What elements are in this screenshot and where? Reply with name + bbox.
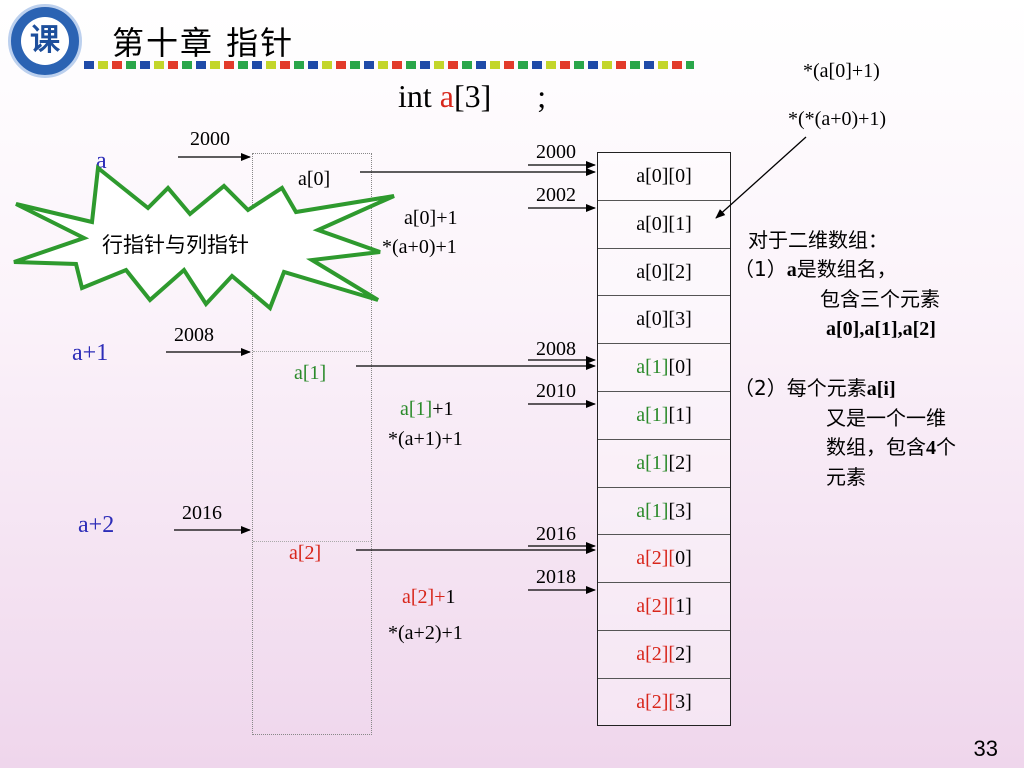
row-label-a-plus-2: a+2	[78, 512, 115, 538]
decl-type: int	[398, 78, 440, 114]
star-label: 行指针与列指针	[102, 233, 249, 257]
element-cell: a[0][0]	[598, 153, 730, 201]
logo-glyph: 课	[21, 17, 69, 65]
element-cell: a[1][0]	[598, 344, 730, 392]
elem-addr-2: 2008	[536, 338, 576, 360]
explosion-star-shape	[13, 164, 395, 312]
notes-heading: 对于二维数组：	[748, 228, 888, 252]
element-cell: a[2][2]	[598, 631, 730, 679]
elem-addr-5: 2018	[536, 566, 576, 588]
expr-top-2: *(*(a+0)+1)	[788, 108, 887, 130]
arrow-expr-to-elem01	[715, 136, 807, 219]
expr-top-1: *(a[0]+1)	[803, 60, 880, 82]
title-divider	[84, 61, 694, 69]
pointer-cell-0: a[0]	[298, 168, 331, 190]
row-addr-0: 2000	[190, 128, 230, 150]
decl-name: a	[439, 78, 454, 114]
page-number: 33	[973, 736, 998, 761]
pointer-divider	[253, 351, 371, 352]
element-cell: a[0][1]	[598, 201, 730, 249]
elem-addr-1: 2002	[536, 184, 576, 206]
notes-item-1: （1）a是数组名，	[734, 257, 897, 281]
element-cell: a[1][1]	[598, 392, 730, 440]
notes-item-2-line3: 数组，包含4个	[826, 435, 956, 459]
elem-addr-0: 2000	[536, 141, 576, 163]
element-cell: a[2][0]	[598, 535, 730, 584]
col-expr-2-line1: a[2]+1	[402, 586, 455, 609]
notes-item-2-line2: 又是一个一维	[826, 406, 946, 430]
col-expr-0-line2: *(a+0)+1	[382, 236, 457, 258]
element-cell: a[1][3]	[598, 488, 730, 536]
row-label-a: a	[96, 148, 107, 174]
col-expr-2-line2: *(a+2)+1	[388, 622, 463, 644]
element-cell: a[2][3]	[636, 690, 692, 713]
school-logo: 课	[8, 4, 82, 78]
element-array: a[0][0] a[0][1] a[0][2] a[0][3] a[1][0] …	[597, 152, 731, 726]
row-label-a-plus-1: a+1	[72, 340, 109, 366]
decl-dims: [3]	[453, 78, 492, 114]
element-cell: a[0][3]	[598, 296, 730, 345]
pointer-cell-1: a[1]	[294, 362, 327, 384]
elem-addr-3: 2010	[536, 380, 576, 402]
pointer-cell-2: a[2]	[289, 542, 322, 564]
notes-item-1-line3: a[0],a[1],a[2]	[826, 318, 936, 340]
col-expr-2-row: a[2]+	[402, 586, 446, 608]
row-pointer-array	[252, 153, 372, 735]
col-expr-1-line2: *(a+1)+1	[388, 428, 463, 450]
decl-end: ;	[537, 78, 547, 114]
col-expr-1-line1: a[1]+1	[400, 398, 453, 421]
col-expr-1-offset: +1	[432, 398, 454, 420]
col-expr-0-line1: a[0]+1	[404, 207, 458, 229]
notes-item-2: （2）每个元素a[i]	[734, 376, 896, 400]
array-declaration: int a[3];	[398, 78, 546, 115]
pointer-divider	[253, 541, 371, 542]
col-expr-2-offset: 1	[445, 586, 456, 608]
col-expr-1-row: a[1]	[400, 398, 433, 420]
element-cell: a[2][1]	[598, 583, 730, 631]
slide-title: 第十章 指针	[112, 24, 295, 62]
notes-panel: 对于二维数组： （1）a是数组名， 包含三个元素 a[0],a[1],a[2] …	[734, 226, 956, 492]
element-cell: a[0][2]	[598, 249, 730, 297]
notes-item-1-line2: 包含三个元素	[820, 287, 940, 311]
row-addr-1: 2008	[174, 324, 214, 346]
row-addr-2: 2016	[182, 502, 222, 524]
element-cell: a[1][2]	[598, 440, 730, 488]
notes-item-2-line4: 元素	[826, 465, 866, 489]
elem-addr-4: 2016	[536, 523, 576, 545]
